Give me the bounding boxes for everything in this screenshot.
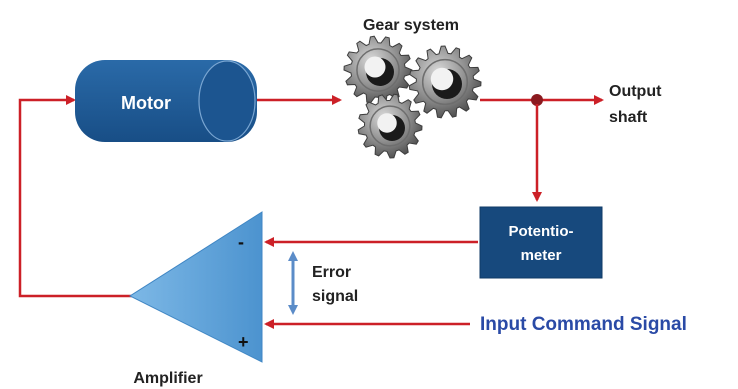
amplifier-plus-sign: + bbox=[238, 332, 249, 352]
error-signal-label-line2: signal bbox=[312, 288, 358, 305]
input-command-signal-label: Input Command Signal bbox=[480, 314, 687, 335]
amplifier-to-motor-feedback-line bbox=[18, 95, 135, 298]
gear-system-label: Gear system bbox=[363, 17, 459, 34]
potentiometer-label-line1: Potentio- bbox=[509, 223, 574, 240]
potentiometer-label-line2: meter bbox=[521, 247, 562, 264]
motor-label: Motor bbox=[121, 93, 171, 113]
gear-3-ring bbox=[369, 105, 411, 147]
motor-block: Motor bbox=[75, 60, 257, 142]
gear-cluster-icon bbox=[343, 35, 482, 159]
error-signal-label-line1: Error bbox=[312, 264, 351, 281]
gear-2-hub-highlight bbox=[430, 67, 454, 91]
output-shaft-label-line1: Output bbox=[609, 83, 662, 100]
potentiometer-block: Potentio- meter bbox=[479, 206, 603, 279]
gear-1-ring bbox=[356, 48, 400, 92]
gear-3-hub-highlight bbox=[377, 113, 397, 133]
gear-2-ring bbox=[421, 58, 469, 106]
amplifier-minus-sign: - bbox=[238, 232, 244, 252]
amplifier-triangle bbox=[128, 211, 263, 363]
gear-1-hub-highlight bbox=[364, 56, 386, 78]
output-shaft-label-line2: shaft bbox=[609, 109, 648, 126]
amplifier-label: Amplifier bbox=[133, 370, 202, 387]
output-junction-dot bbox=[531, 94, 543, 106]
